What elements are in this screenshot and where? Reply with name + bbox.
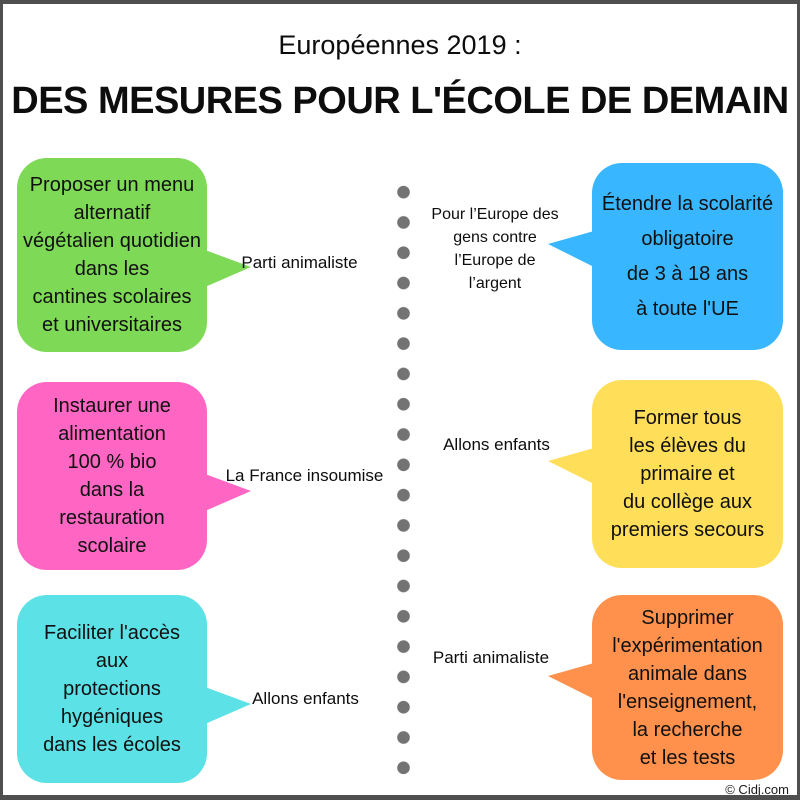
measure-text: Proposer un menu alternatif végétalien q… (23, 174, 201, 336)
measure-text: Instaurer une alimentation 100 % bio dan… (53, 395, 171, 557)
speech-bubble-pink: Instaurer une alimentation 100 % bio dan… (17, 382, 251, 570)
measure-text: Faciliter l'accès aux protections hygéni… (43, 622, 181, 756)
speech-bubble-orange: Supprimer l'expérimentation animale dans… (548, 595, 783, 780)
measure-text: Supprimer l'expérimentation animale dans… (612, 606, 763, 769)
party-label: Allons enfants (252, 689, 359, 708)
bubble-tail (548, 448, 594, 484)
bubble-tail (205, 250, 251, 287)
party-label: Allons enfants (443, 435, 550, 454)
speech-bubble-cyan: Faciliter l'accès aux protections hygéni… (17, 595, 251, 783)
bubble-tail (548, 231, 594, 267)
speech-bubble-green: Proposer un menu alternatif végétalien q… (17, 158, 251, 352)
copyright-credit: © Cidj.com (725, 782, 789, 797)
bubble-tail (548, 663, 594, 699)
party-label: Pour l’Europe des gens contre l’Europe d… (431, 206, 559, 292)
speech-bubble-blue: Étendre la scolarité obligatoire de 3 à … (548, 163, 783, 350)
measure-text: Étendre la scolarité obligatoire de 3 à … (601, 192, 774, 320)
party-label: La France insoumise (225, 466, 384, 485)
dotted-divider (397, 177, 410, 783)
party-label: Parti animaliste (241, 253, 358, 272)
speech-bubble-yellow: Former tous les élèves du primaire et du… (548, 380, 783, 568)
bubble-tail (205, 474, 251, 511)
page-title: DES MESURES POUR L'ÉCOLE DE DEMAIN (11, 80, 789, 122)
subtitle: Européennes 2019 : (278, 30, 522, 60)
party-label: Parti animaliste (432, 648, 550, 667)
bubble-tail (205, 687, 251, 724)
measure-text: Former tous les élèves du primaire et du… (610, 407, 765, 541)
